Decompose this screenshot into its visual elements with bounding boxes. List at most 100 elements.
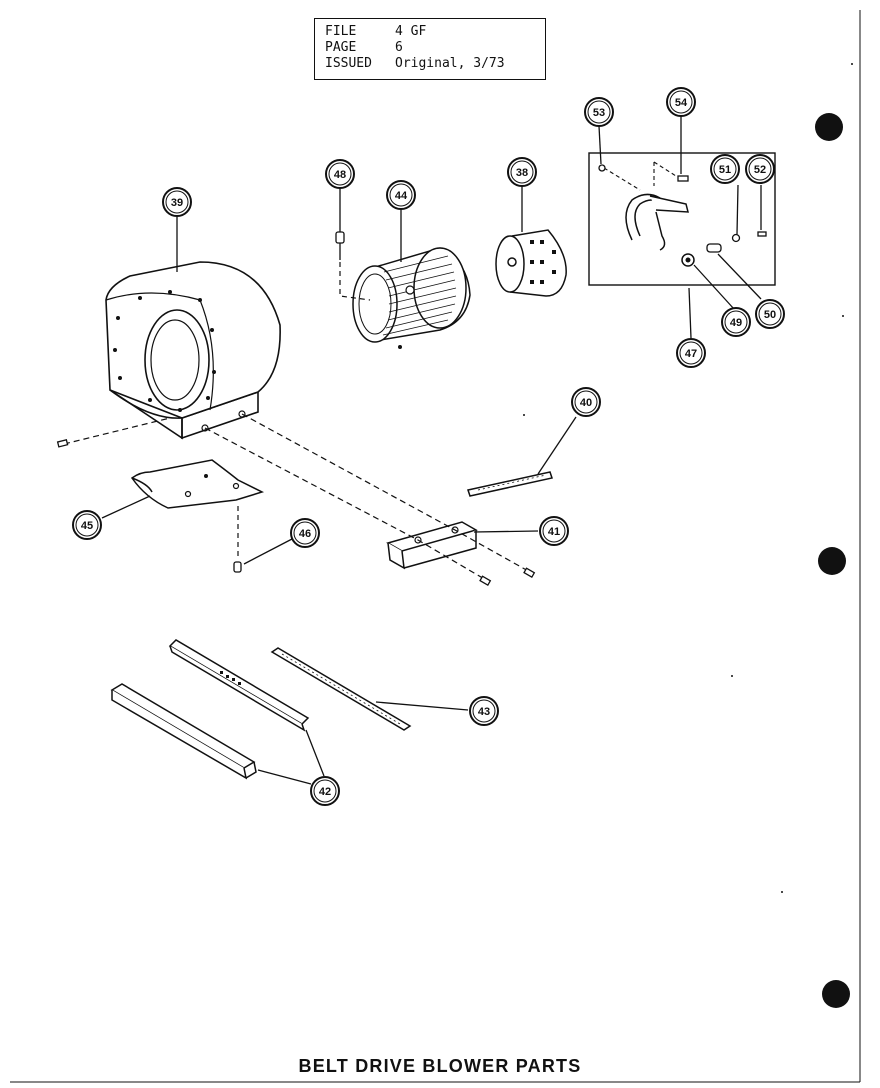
issued-label: ISSUED [325,56,372,71]
bracket-hole-1 [414,536,422,544]
callout-42: 42 [310,776,340,806]
callout-inner-ring [574,390,598,414]
callout-number: 48 [334,169,346,181]
angle-bracket-41 [386,521,478,570]
callout-circle [584,97,614,127]
callout-number: 52 [754,164,766,176]
callout-number: 46 [299,528,311,540]
motor [495,229,567,297]
bar-43 [270,647,412,731]
file-row: FILE 4 GF [325,24,426,40]
callout-53: 53 [584,97,614,127]
callout-inner-ring [669,90,693,114]
dash-line-housing-screw [63,417,171,445]
file-label: FILE [325,24,357,39]
part-53-nut [598,164,606,172]
setscrew-dash-line [339,262,371,301]
wheel-blades [382,255,457,336]
callout-48: 48 [325,159,355,189]
callout-number: 47 [685,348,697,360]
callout-circle [721,307,751,337]
leader-lines [101,116,762,785]
callout-50: 50 [755,299,785,329]
file-value: 4 GF [395,24,427,39]
page-value: 6 [395,40,403,55]
blower-housing [105,261,281,440]
callout-inner-ring [510,160,534,184]
blower-wheel [352,247,471,343]
callout-inner-ring [713,157,737,181]
callout-circle [571,387,601,417]
belt [467,471,553,497]
callout-circle [755,299,785,329]
callout-number: 39 [171,197,183,209]
callout-circle [310,776,340,806]
rail-42-lower [110,683,257,780]
housing-foot-hole-1 [201,424,209,432]
rail-upper-slots [220,671,241,685]
callout-39: 39 [162,187,192,217]
part-54-bolt [677,175,689,182]
screw-46 [233,561,242,573]
small-screws [56,439,536,586]
dash-line-housing-bracket-2 [241,413,531,573]
specks [523,63,853,893]
part-52-screw [757,231,767,237]
callout-inner-ring [758,302,782,326]
callout-44: 44 [386,180,416,210]
callout-circle [539,516,569,546]
callout-inner-ring [293,521,317,545]
callout-inner-ring [587,100,611,124]
plate-hole-1 [184,490,192,498]
grommet-center [685,257,691,263]
callout-number: 38 [516,167,528,179]
callout-54: 54 [666,87,696,117]
callout-circle [386,180,416,210]
callout-circle [469,696,499,726]
part-50-spacer [706,243,722,253]
callout-number: 51 [719,164,731,176]
page-row: PAGE 6 [325,40,403,56]
kit-dash-1 [603,167,641,191]
callout-circle [507,157,537,187]
callout-52: 52 [745,154,775,184]
motor-vents [530,240,556,284]
callout-40: 40 [571,387,601,417]
callout-inner-ring [472,699,496,723]
callout-49: 49 [721,307,751,337]
plate-dot [204,474,208,478]
dash-line-housing-bracket-1 [204,427,487,581]
callout-circle [72,510,102,540]
callout-inner-ring [724,310,748,334]
callout-number: 54 [675,97,688,109]
callout-circle [710,154,740,184]
motor-mount-bracket [625,193,689,251]
binder-hole-bottom [822,980,850,1008]
callout-inner-ring [389,183,413,207]
callout-inner-ring [748,157,772,181]
kit-dash-3 [653,161,677,177]
callout-41: 41 [539,516,569,546]
callout-43: 43 [469,696,499,726]
plate-hole-2 [232,482,240,490]
callout-number: 43 [478,706,490,718]
callout-number: 45 [81,520,93,532]
callout-circle [745,154,775,184]
callout-47: 47 [676,338,706,368]
bracket-hole-2 [451,526,459,534]
callout-circle [676,338,706,368]
callout-51: 51 [710,154,740,184]
housing-foot-hole-2 [238,410,246,418]
motor-mount-kit-box [588,152,776,286]
binder-hole-top [815,113,843,141]
page-label: PAGE [325,40,357,55]
callout-46: 46 [290,518,320,548]
callout-45: 45 [72,510,102,540]
callout-number: 44 [395,190,408,202]
wheel-dot [398,345,402,349]
binder-hole-middle [818,547,846,575]
